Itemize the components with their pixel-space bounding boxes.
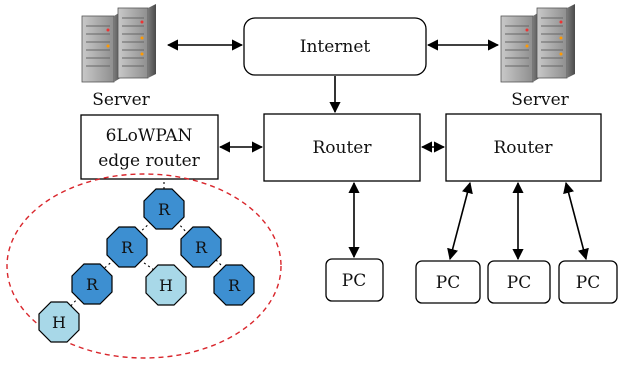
mesh-node-label: R	[86, 275, 99, 294]
pc-right-3-label: PC	[576, 273, 600, 293]
internet-label: Internet	[300, 37, 371, 57]
edge-router-box	[80, 114, 219, 180]
mesh-node-label: H	[52, 313, 66, 332]
server-right-icon	[500, 4, 575, 83]
server-right-label: Server	[511, 90, 569, 110]
pc-center-label: PC	[342, 271, 366, 291]
mesh-node-r3: R	[180, 226, 222, 268]
mesh-link	[139, 259, 155, 271]
mesh-node-label: R	[158, 200, 171, 219]
edge-router-label-line2: edge router	[98, 151, 200, 171]
mesh-node-r1: R	[143, 188, 185, 230]
edge-router-label-line1: 6LoWPAN	[106, 126, 193, 146]
mesh-node-label: R	[195, 238, 208, 257]
pc-right-2-label: PC	[507, 273, 531, 293]
router-center-label: Router	[312, 138, 372, 158]
mesh-node-r2: R	[106, 226, 148, 268]
pc-right-1: PC	[415, 260, 481, 304]
router-center-box	[263, 113, 421, 182]
mesh-link	[176, 221, 189, 235]
pc-right-2: PC	[487, 260, 551, 304]
server-left-label: Server	[92, 90, 150, 110]
pc-right-1-label: PC	[436, 273, 460, 293]
mesh-node-r5: R	[213, 264, 255, 306]
mesh-node-r4: R	[71, 263, 113, 305]
pc-center: PC	[325, 258, 384, 302]
router-right-box	[445, 113, 602, 182]
mesh-node-h2: H	[38, 301, 80, 343]
mesh-node-label: R	[121, 238, 134, 257]
router-right-label: Router	[493, 138, 553, 158]
link-router-pc-right-1	[447, 181, 473, 261]
mesh-node-label: H	[159, 276, 173, 295]
mesh-node-label: R	[228, 276, 241, 295]
link-router-pc-right-3	[563, 181, 589, 261]
pc-right-3: PC	[558, 260, 618, 304]
internet-box	[243, 17, 427, 76]
lowpan-boundary	[6, 173, 282, 359]
server-left-icon	[81, 4, 156, 83]
mesh-node-h1: H	[145, 264, 187, 306]
